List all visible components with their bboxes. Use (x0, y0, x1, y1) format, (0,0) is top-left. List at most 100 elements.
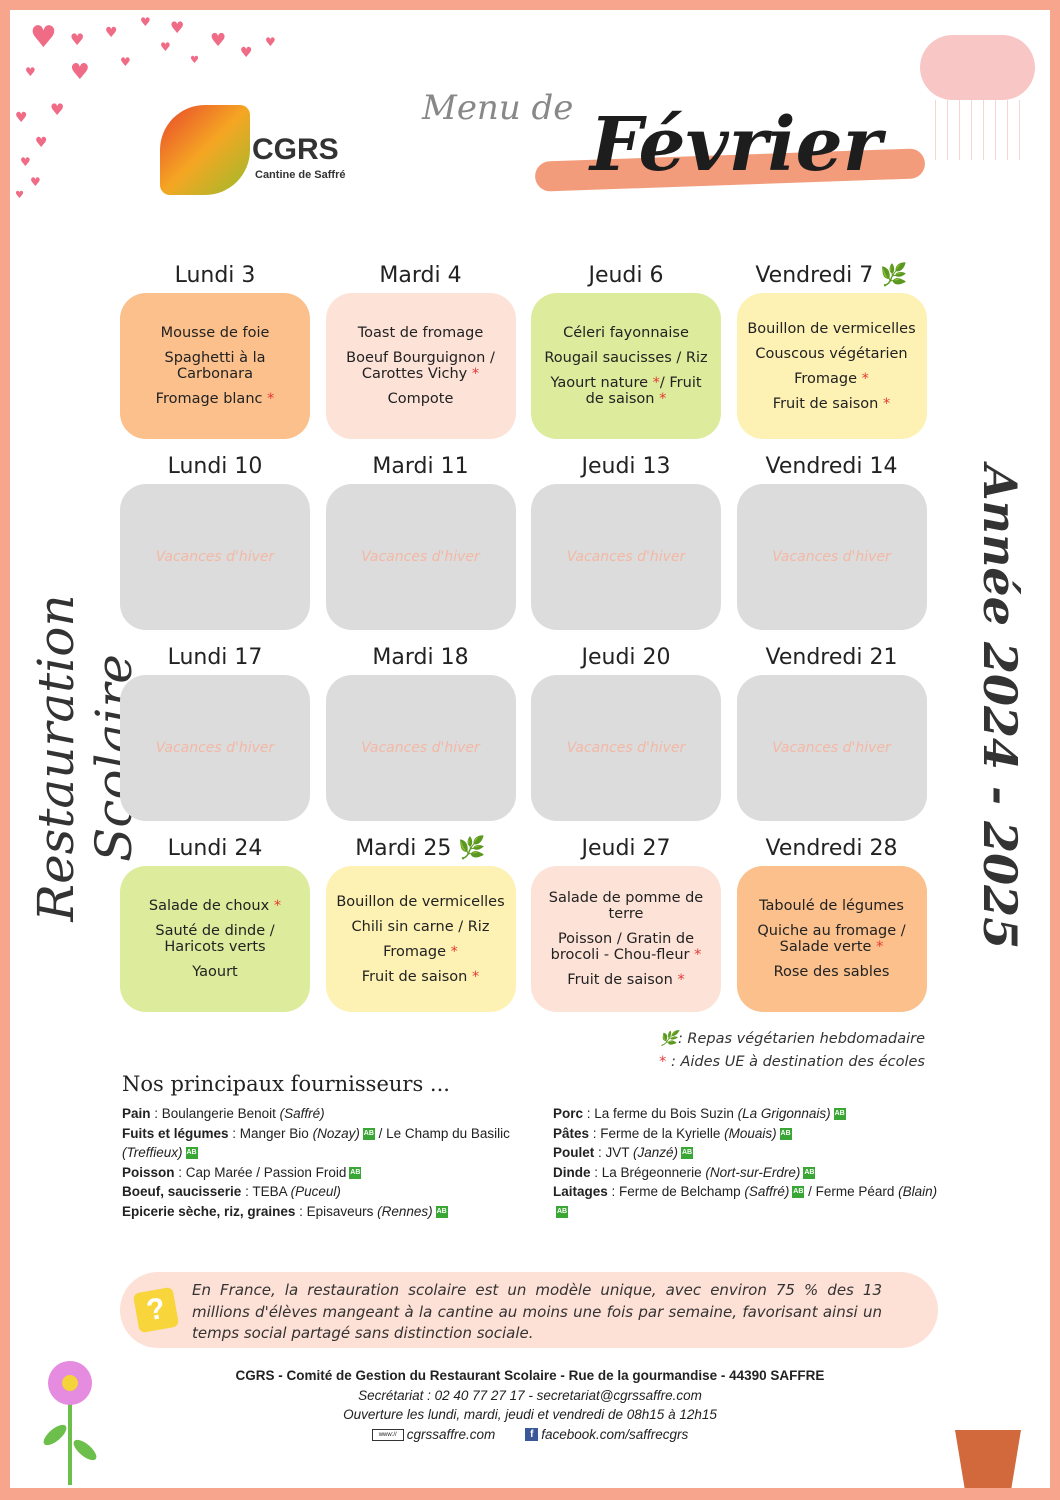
vegetarian-leaf-icon: 🌿 (451, 836, 486, 861)
day-title: Lundi 17 (120, 645, 310, 675)
supplier-name: : Cap Marée / Passion Froid (174, 1164, 347, 1180)
holiday-card: Vacances d'hiver (736, 675, 927, 821)
heart-icon: ♥ (70, 60, 90, 85)
supplier-name: / Le Champ du Basilic (374, 1125, 510, 1141)
fact-text: En France, la restauration scolaire est … (192, 1281, 882, 1342)
day-title-text: Mardi 11 (372, 454, 469, 479)
menu-item: Sauté de dinde / Haricots verts (155, 923, 275, 955)
heart-icon: ♥ (35, 135, 48, 151)
menu-item: Fruit de saison * (361, 968, 480, 985)
website-icon: www:// (371, 1428, 404, 1441)
supplier-row: Laitages : Ferme de Belchamp (Saffré)AB … (553, 1182, 943, 1221)
menu-item: Toast de fromage (357, 325, 484, 341)
legend-veg: : Repas végétarien hebdomadaire (677, 1031, 925, 1047)
cloud-decoration (920, 35, 1035, 100)
legend: 🌿: Repas végétarien hebdomadaire * : Aid… (659, 1028, 925, 1074)
day-title: Lundi 10 (120, 454, 310, 484)
organic-ab-icon: AB (435, 1205, 448, 1218)
supplier-name: : Ferme de Belchamp (607, 1184, 745, 1199)
heart-icon: ♥ (70, 30, 85, 49)
side-title-right: Année 2024 - 2025 (973, 464, 1027, 950)
logo-subtitle: Cantine de Saffré (255, 169, 346, 181)
menu-item: Spaghetti à la Carbonara (164, 350, 266, 382)
heart-icon: ♥ (210, 30, 227, 51)
supplier-place: (Mouais) (724, 1125, 777, 1141)
footer-org: CGRS - Comité de Gestion du Restaurant S… (235, 1368, 825, 1383)
facebook-link[interactable]: facebook.com/saffrecgrs (541, 1426, 689, 1442)
supplier-category: Fuits et légumes (122, 1125, 229, 1141)
fact-banner: ? En France, la restauration scolaire es… (120, 1272, 938, 1348)
day-title-text: Lundi 17 (167, 645, 263, 670)
supplier-place: (Saffré) (744, 1184, 790, 1199)
holiday-card: Vacances d'hiver (531, 484, 721, 630)
day-title-text: Mardi 4 (379, 263, 462, 288)
menu-item: Couscous végétarien (755, 345, 908, 362)
supplier-category: Poulet (553, 1145, 595, 1160)
menu-item: Boeuf Bourguignon / Carottes Vichy * (346, 350, 495, 382)
supplier-name: / Ferme Péard (804, 1184, 899, 1199)
day-title-text: Jeudi 13 (581, 454, 671, 479)
suppliers-title: Nos principaux fournisseurs ... (122, 1072, 450, 1096)
heart-icon: ♥ (50, 100, 65, 119)
menu-item: Yaourt nature */ Fruit de saison * (550, 375, 702, 407)
vegetarian-leaf-icon: 🌿 (873, 263, 908, 288)
leaf-icon: 🌿 (659, 1031, 678, 1047)
question-icon: ? (132, 1286, 180, 1334)
heart-icon: ♥ (25, 65, 36, 79)
organic-ab-icon: AB (833, 1108, 846, 1121)
holiday-card: Vacances d'hiver (531, 675, 721, 821)
footer-secretariat: Secrétariat : 02 40 77 27 17 - secretari… (358, 1387, 702, 1403)
menu-item: Rougail saucisses / Riz (544, 350, 708, 366)
eu-aid-asterisk-icon: * (273, 898, 282, 914)
supplier-row: Porc : La ferme du Bois Suzin (La Grigon… (553, 1104, 943, 1124)
menu-item: Mousse de foie (160, 325, 270, 341)
day-title: Jeudi 13 (531, 454, 721, 484)
rain-decoration (935, 100, 1025, 160)
menu-item: Chili sin carne / Riz (351, 918, 490, 935)
day-title-text: Mardi 18 (372, 645, 469, 670)
footer: CGRS - Comité de Gestion du Restaurant S… (160, 1366, 900, 1444)
supplier-place: (Nozay) (312, 1125, 360, 1141)
heart-icon: ♥ (265, 35, 276, 49)
holiday-card: Vacances d'hiver (325, 675, 516, 821)
holiday-card: Vacances d'hiver (120, 675, 310, 821)
supplier-name: : La ferme du Bois Suzin (583, 1106, 738, 1121)
supplier-category: Boeuf, saucisserie (122, 1184, 242, 1199)
supplier-place: (Nort-sur-Erdre) (705, 1164, 801, 1180)
organic-ab-icon: AB (556, 1205, 568, 1218)
menu-item: Fromage * (383, 943, 458, 960)
supplier-place: (La Grigonnais) (737, 1106, 831, 1121)
supplier-row: Boeuf, saucisserie : TEBA (Puceul) (122, 1182, 512, 1202)
supplier-name: : Manger Bio (228, 1125, 313, 1141)
day-title-text: Jeudi 27 (581, 836, 671, 861)
supplier-row: Epicerie sèche, riz, graines : Episaveur… (122, 1202, 512, 1222)
website-link[interactable]: cgrssaffre.com (406, 1426, 496, 1442)
heart-icon: ♥ (240, 45, 253, 61)
holiday-card: Vacances d'hiver (325, 484, 516, 630)
footer-hours: Ouverture les lundi, mardi, jeudi et ven… (343, 1407, 717, 1422)
menu-item: Poisson / Gratin de brocoli - Chou-fleur… (550, 931, 702, 963)
eu-aid-asterisk-icon: * (450, 943, 458, 960)
organic-ab-icon: AB (792, 1186, 805, 1199)
supplier-row: Pain : Boulangerie Benoit (Saffré) (122, 1104, 512, 1124)
supplier-place: (Janzé) (633, 1145, 679, 1160)
supplier-name: : Boulangerie Benoit (150, 1106, 280, 1121)
menu-item: Vacances d'hiver (566, 549, 686, 565)
supplier-place: (Puceul) (290, 1184, 341, 1199)
menu-page: ♥♥♥♥♥♥♥♥♥♥♥♥♥♥♥♥♥♥♥ CGRS Cantine de Saff… (10, 10, 1050, 1488)
eu-aid-asterisk-icon: * (677, 972, 685, 988)
day-title-text: Jeudi 20 (581, 645, 671, 670)
supplier-row: Pâtes : Ferme de la Kyrielle (Mouais)AB (553, 1124, 943, 1144)
fork-spoon-logo-icon (160, 105, 250, 195)
